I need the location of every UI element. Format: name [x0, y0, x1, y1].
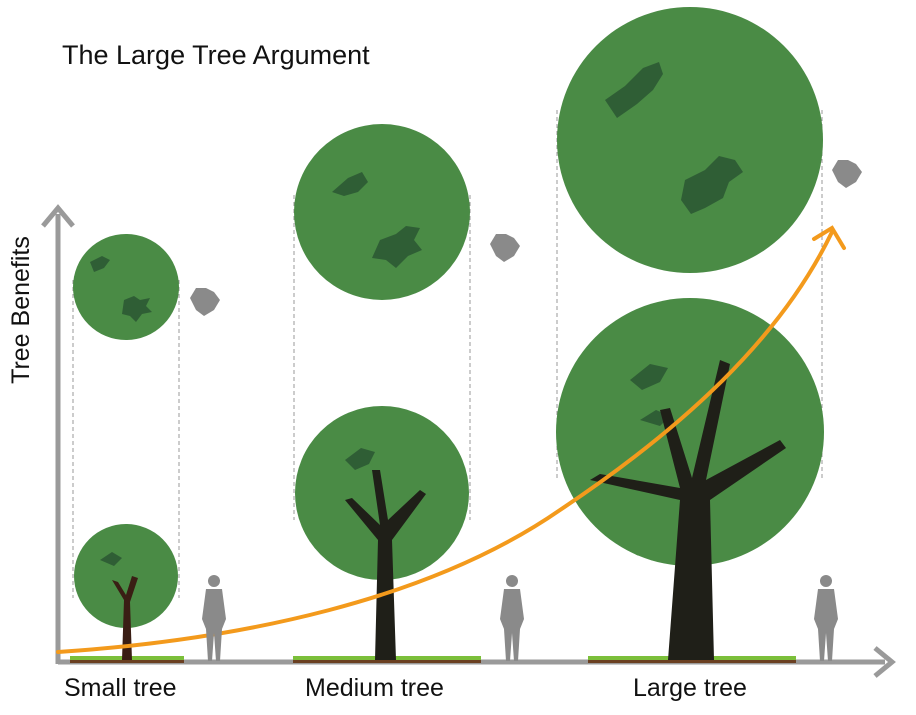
- category-label-medium-tree: Medium tree: [305, 674, 444, 702]
- small-tree-top-view: [73, 234, 179, 340]
- person-top-views: [190, 160, 862, 316]
- person-silhouette-icon: [814, 575, 838, 661]
- y-axis-label: Tree Benefits: [7, 236, 35, 384]
- person-side-views: [202, 575, 838, 661]
- canopy-top-views: [73, 7, 823, 340]
- small-tree: [74, 524, 178, 660]
- large-tree: [556, 298, 824, 660]
- benefit-curve-arrow-icon: [812, 225, 846, 250]
- trees: [74, 298, 824, 660]
- category-label-large-tree: Large tree: [633, 674, 747, 702]
- y-axis-arrow-icon: [41, 204, 75, 228]
- person-silhouette-icon: [202, 575, 226, 661]
- medium-tree-top-view: [294, 124, 470, 300]
- person-top-view-icon: [190, 288, 220, 316]
- person-top-view-icon: [832, 160, 862, 188]
- x-axis-arrow-icon: [873, 646, 896, 678]
- large-tree-top-view: [557, 7, 823, 273]
- person-top-view-icon: [490, 234, 520, 262]
- diagram-title: The Large Tree Argument: [62, 40, 370, 70]
- medium-tree: [295, 406, 469, 660]
- category-label-small-tree: Small tree: [64, 674, 177, 702]
- person-silhouette-icon: [500, 575, 524, 661]
